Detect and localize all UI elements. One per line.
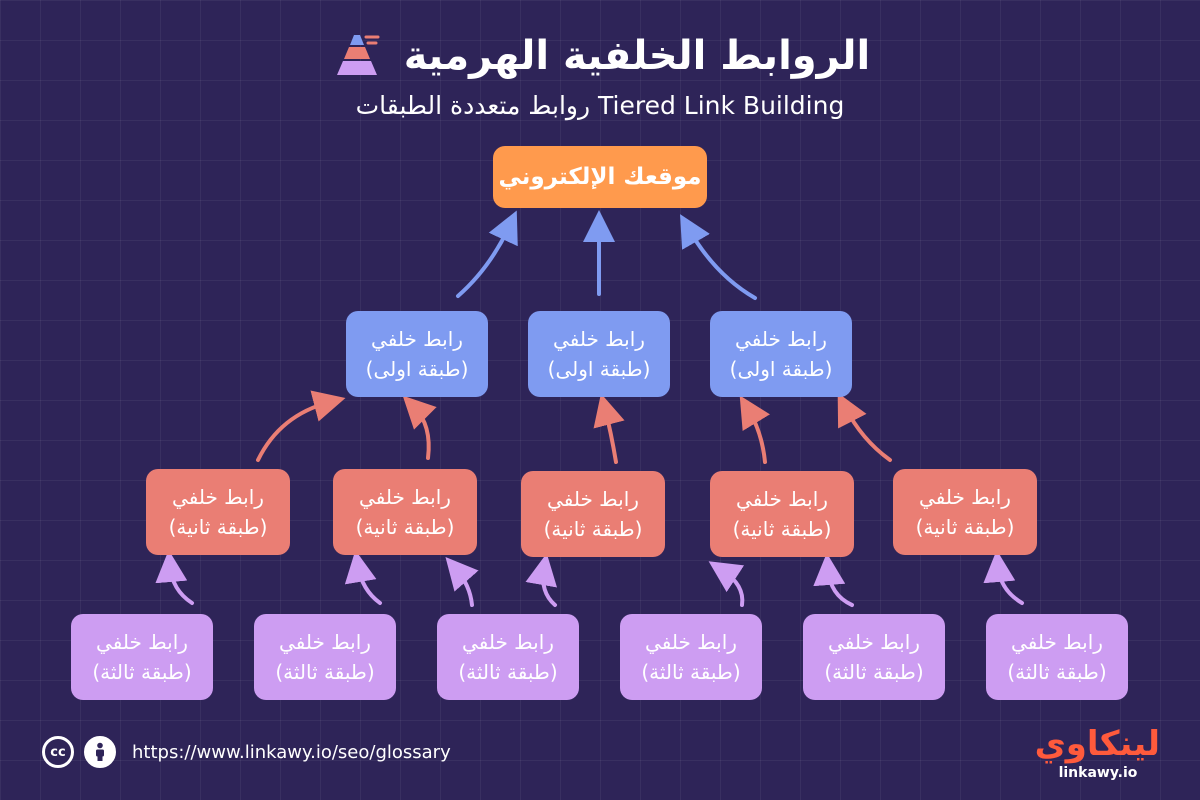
tier3-sub: (طبقة ثالثة) — [458, 660, 558, 684]
arrow-tier3-7 — [983, 550, 1024, 605]
logo-arabic: لينكاوي — [1034, 724, 1160, 764]
arrow-tier1-right — [680, 214, 757, 300]
pyramid-icon — [336, 35, 380, 75]
tier3-box: رابط خلفي (طبقة ثالثة) — [803, 614, 945, 700]
root-website-box: موقعك الإلكتروني — [493, 146, 707, 208]
tier2-sub: (طبقة ثانية) — [732, 517, 832, 541]
tier2-label: رابط خلفي — [359, 485, 451, 509]
tier3-label: رابط خلفي — [828, 630, 920, 654]
tier3-label: رابط خلفي — [96, 630, 188, 654]
arrow-tier3-5 — [708, 561, 745, 607]
tier2-box: رابط خلفي (طبقة ثانية) — [710, 471, 854, 557]
tier3-box: رابط خلفي (طبقة ثالثة) — [71, 614, 213, 700]
tier2-box: رابط خلفي (طبقة ثانية) — [521, 471, 665, 557]
tier2-box: رابط خلفي (طبقة ثانية) — [146, 469, 290, 555]
tier2-sub: (طبقة ثانية) — [915, 515, 1015, 539]
tier1-box: رابط خلفي (طبقة اولى) — [346, 311, 488, 397]
tier2-label: رابط خلفي — [919, 485, 1011, 509]
cc-icon: cc — [42, 736, 74, 768]
tier1-label: رابط خلفي — [553, 327, 645, 351]
tier1-box: رابط خلفي (طبقة اولى) — [528, 311, 670, 397]
arrow-tier3-3 — [445, 556, 479, 607]
arrow-tier3-6 — [813, 553, 854, 607]
tier2-sub: (طبقة ثانية) — [543, 517, 643, 541]
tier3-sub: (طبقة ثالثة) — [824, 660, 924, 684]
arrow-tier2-4 — [739, 395, 770, 464]
arrow-tier1-left — [456, 210, 518, 298]
arrow-tier2-2 — [402, 395, 437, 460]
arrow-tier2-1 — [256, 390, 346, 462]
tier1-box: رابط خلفي (طبقة اولى) — [710, 311, 852, 397]
tier3-box: رابط خلفي (طبقة ثالثة) — [986, 614, 1128, 700]
tier1-sub: (طبقة اولى) — [365, 357, 469, 381]
tier3-sub: (طبقة ثالثة) — [92, 660, 192, 684]
tier3-label: رابط خلفي — [279, 630, 371, 654]
tier3-sub: (طبقة ثالثة) — [1007, 660, 1107, 684]
tier2-sub: (طبقة ثانية) — [168, 515, 268, 539]
tier2-box: رابط خلفي (طبقة ثانية) — [333, 469, 477, 555]
arrow-tier2-3 — [593, 393, 625, 464]
tier3-sub: (طبقة ثالثة) — [275, 660, 375, 684]
tier3-box: رابط خلفي (طبقة ثالثة) — [620, 614, 762, 700]
source-url[interactable]: https://www.linkawy.io/seo/glossary — [132, 741, 451, 763]
by-icon — [84, 736, 116, 768]
tier1-label: رابط خلفي — [735, 327, 827, 351]
footer: cc https://www.linkawy.io/seo/glossary — [42, 736, 451, 768]
tier3-label: رابط خلفي — [1011, 630, 1103, 654]
tier2-box: رابط خلفي (طبقة ثانية) — [893, 469, 1037, 555]
root-label: موقعك الإلكتروني — [498, 164, 702, 190]
arrow-tier2-5 — [837, 392, 892, 462]
arrow-tier3-4 — [525, 553, 558, 607]
page-subtitle: روابط متعددة الطبقات Tiered Link Buildin… — [355, 91, 845, 120]
logo-text: linkawy.io — [1058, 765, 1138, 781]
tier3-label: رابط خلفي — [462, 630, 554, 654]
tier2-label: رابط خلفي — [172, 485, 264, 509]
tier3-box: رابط خلفي (طبقة ثالثة) — [254, 614, 396, 700]
tier2-label: رابط خلفي — [736, 487, 828, 511]
tier1-sub: (طبقة اولى) — [547, 357, 651, 381]
tier3-box: رابط خلفي (طبقة ثالثة) — [437, 614, 579, 700]
tier3-sub: (طبقة ثالثة) — [641, 660, 741, 684]
tier3-label: رابط خلفي — [645, 630, 737, 654]
tier2-label: رابط خلفي — [547, 487, 639, 511]
title-text: الروابط الخلفية الهرمية — [403, 33, 871, 79]
arrow-tier3-1 — [155, 550, 194, 605]
tier2-sub: (طبقة ثانية) — [355, 515, 455, 539]
page-title: الروابط الخلفية الهرمية — [0, 28, 1200, 84]
brand-logo: لينكاوي linkawy.io — [1034, 724, 1160, 782]
arrow-tier3-2 — [344, 550, 382, 605]
tier1-sub: (طبقة اولى) — [729, 357, 833, 381]
tier1-label: رابط خلفي — [371, 327, 463, 351]
